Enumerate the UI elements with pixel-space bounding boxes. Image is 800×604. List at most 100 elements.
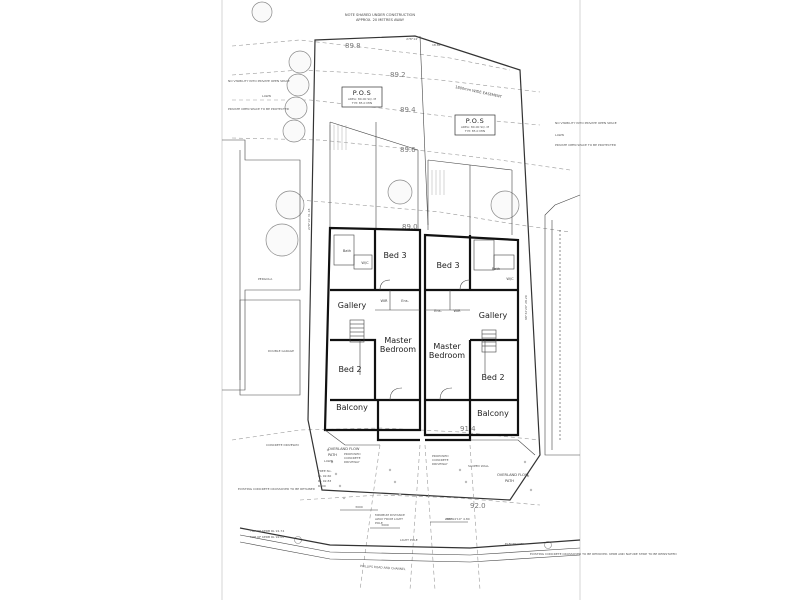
tree-note-2: RL 92.60 [318,474,331,478]
pos-box-left: P.O.S AREA: 80.00 SQ. M TYP. 85.0 MIN [341,86,383,108]
room-gallery-left: Gallery [338,301,367,310]
light-pole-label: LIGHT POLE [400,538,418,542]
room-wir-right: WIR [453,309,461,313]
neighbour-building-left [222,139,301,396]
overland-left-1: OVERLAND FLOW [328,447,360,451]
lawn-centre: LAWN [324,459,333,463]
tree-rear-right [490,190,520,220]
overland-right-1: OVERLAND FLOW [497,473,529,477]
driveway-left-2: CONCRETE [344,456,361,460]
room-bath-left: Bath [343,249,351,253]
pos-right-line1: AREA: 80.00 SQ. M [461,125,490,129]
right-note-crossover-removed: EXISTING CONCRETE CROSSOVER TO BE REMOVE… [530,552,677,556]
bearing-left: 278°14' 31.18 [307,208,311,230]
dimension-lines [340,509,468,529]
left-note-pos-protected: PRIVATE OPEN SPACE TO BE PROTECTED [228,107,290,111]
room-bath-right: Bath [492,267,500,271]
driveway-right-2: CONCRETE [432,458,449,462]
front-driveways [324,400,536,591]
street-label: PHILLIPS ROAD AND CHANNEL [360,564,406,571]
pos-left-title: P.O.S [353,89,372,97]
left-note-pergola: PERGOLA [258,277,273,281]
right-note-pos-protected: PRIVATE OPEN SPACE TO BE PROTECTED [555,143,617,147]
street-edge [239,527,581,563]
rear-planting-hatch [329,125,445,195]
lot-boundary [307,35,541,501]
driveway-left-1: PROPOSED [344,452,361,456]
stairs-right [481,329,497,353]
dim-2000: 2000 [445,517,453,521]
contour-label-3: 89.4 [400,106,416,114]
stairs-left [349,319,365,343]
driveway-right-3: DRIVEWAY [432,462,448,466]
pole-note-2: AWAY FROM LIGHT [375,517,403,521]
pole-note-3: POLE [375,521,383,525]
garden-edging [294,448,552,549]
contour-label-6: 92.0 [470,502,486,510]
room-balcony-right: Balcony [477,409,509,418]
bearing-bottom: 288°14'10" 4.80 [445,517,470,521]
room-bed2-right: Bed 2 [481,373,504,382]
neighbour-building-right [544,194,581,456]
left-note-visibility: NO VISIBILITY INTO PRIVATE OPEN SPACE [228,79,290,83]
contour-label-4: 89.6 [400,146,416,154]
pole-note-1: MINIMUM DISTANCE [375,513,405,517]
bearing-top-distance: 18.84 [432,43,441,47]
room-ens-left: Ens. [401,299,409,303]
room-wir-left: WIR [380,299,388,303]
tree-note-4: R500 [318,484,326,488]
trees-left [251,1,312,257]
left-note-kerb-2: TOP OF KERB RL 92.00 [249,535,284,539]
room-ens-right: Ens. [434,309,442,313]
left-note-kerb-1: TOP OF KERB RL 91.74 [249,529,284,533]
contour-label-5: 89.0 [402,223,418,231]
right-note-sloped-wall: SLOPED WALL [468,464,489,468]
lot-divider [419,35,429,226]
easement-label: 1800mm WIDE EASEMENT [455,85,503,99]
pos-right-line2: TYP. 85.0 MIN [464,129,485,133]
room-balcony-left: Balcony [336,403,368,412]
header-note-2: APPROX. 20 METRES AWAY [356,18,405,22]
pos-box-right: P.O.S AREA: 80.00 SQ. M TYP. 85.0 MIN [454,114,496,136]
pos-left-line1: AREA: 80.00 SQ. M [348,97,377,101]
dim-3000-right: 3000 [381,523,389,527]
dim-3000-left: 3000 [355,505,363,509]
room-master-left-1: Master [384,336,412,345]
contour-label-1: 89.8 [345,42,361,50]
room-master-left-2: Bedroom [380,345,416,354]
room-master-right-2: Bedroom [429,351,465,360]
driveway-left-3: DRIVEWAY [344,460,360,464]
header-note-1: NOTE SHARED UNDER CONSTRUCTION [345,13,415,17]
overland-left-2: PATH [328,453,337,457]
right-note-lawn: LAWN [555,133,564,137]
left-note-concrete-driveway: CONCRETE DRIVEWAY [266,443,299,447]
left-note-double-garage: DOUBLE GARAGE [268,349,294,353]
room-wc-right: W/C [506,277,514,281]
dwelling-left [323,226,422,432]
right-note-electricity: ELECTRICITY [505,542,524,546]
pos-left-line2: TYP. 85.0 MIN [351,101,372,105]
room-wc-left: W/C [361,261,369,265]
right-note-visibility: NO VISIBILITY INTO PRIVATE OPEN SPACE [555,121,617,125]
dwelling-right [423,233,520,437]
tree-note-1: TREE No. [317,469,332,473]
rear-yard-lines [329,121,513,235]
left-note-lawn: LAWN [262,94,271,98]
pos-right-title: P.O.S [466,117,485,125]
overland-right-2: PATH [505,479,514,483]
driveway-right-1: PROPOSED [432,454,449,458]
room-master-right-1: Master [433,342,461,351]
contour-label-7: 91.4 [460,425,476,433]
room-bed2-left: Bed 2 [338,365,361,374]
left-note-crossover-retained: EXISTING CONCRETE CROSSOVER TO BE RETAIN… [238,487,316,491]
contour-label-2: 89.2 [390,71,406,79]
bearing-top: 278°14' [406,37,418,41]
tree-note-3: RL 92.83 [318,479,331,483]
bearing-right: 98°32'20" 28.29 [524,295,528,320]
door-swings [379,279,471,401]
tree-rear-left [387,179,413,205]
room-bed3-right: Bed 3 [436,261,459,270]
room-bed3-left: Bed 3 [383,251,406,260]
